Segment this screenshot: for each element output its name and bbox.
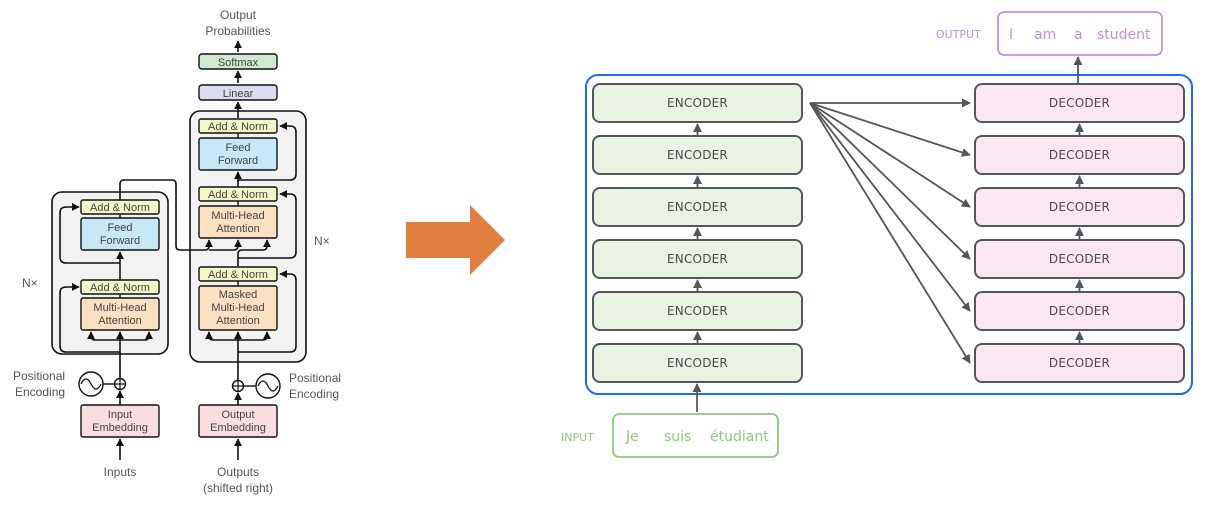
masked-label-2: Multi-Head (211, 302, 264, 314)
encoder-decoder-arrow (809, 102, 971, 312)
decoder-label: DECODER (1049, 304, 1110, 318)
output-token: a (1074, 27, 1083, 43)
encoder-decoder-stack: ENCODER ENCODER ENCODER ENCODER ENCODER ENCOD… (561, 11, 1193, 458)
add-norm-label: Add & Norm (208, 269, 268, 281)
decoder-box-6 (974, 83, 1185, 123)
multi-head-attention-label: Multi-Head (93, 302, 146, 314)
transformer-architecture: Output Probabilities Softmax Linear Add … (13, 8, 341, 495)
decoder-column: DECODER DECODER DECODER DECODER DECODER DECOD… (974, 83, 1185, 383)
feed-forward-label-2: Forward (218, 155, 258, 167)
output-embedding-box (198, 404, 278, 438)
encoder-decoder-arrow (809, 102, 971, 208)
decoder-label: DECODER (1049, 148, 1110, 162)
encoder-box-5 (592, 135, 803, 175)
encoder-box-4 (592, 187, 803, 227)
encoder-label: ENCODER (667, 96, 728, 110)
decoder-label: DECODER (1049, 252, 1110, 266)
decoder-box-5 (974, 135, 1185, 175)
encoder-decoder-arrow (809, 102, 971, 364)
encoder-column: ENCODER ENCODER ENCODER ENCODER ENCODER ENCOD… (592, 83, 803, 383)
multi-head-attention-label: Multi-Head (211, 210, 264, 222)
masked-label-3: Attention (216, 315, 259, 327)
input-embedding-label-2: Embedding (92, 422, 148, 434)
outputs-label: Outputs (217, 465, 259, 479)
input-label: INPUT (561, 431, 594, 444)
encoder-decoder-arrow (809, 102, 971, 260)
encoder-to-decoder-arrows (809, 98, 971, 364)
encoder-box-3 (592, 239, 803, 279)
input-embedding-label: Input (108, 409, 132, 421)
outputs-shifted-label: (shifted right) (203, 481, 273, 495)
masked-label: Masked (219, 289, 258, 301)
decoder-box-2 (974, 291, 1185, 331)
feed-forward-label: Feed (225, 142, 250, 154)
add-norm-label: Add & Norm (90, 282, 150, 294)
decoder-label: DECODER (1049, 356, 1110, 370)
encoder-label: ENCODER (667, 304, 728, 318)
encoder-decoder-arrow (809, 102, 971, 157)
decoder-box-3 (974, 239, 1185, 279)
output-label: OUTPUT (936, 28, 981, 41)
encoder-box-1 (592, 343, 803, 383)
softmax-label: Softmax (218, 57, 259, 69)
output-probabilities-label: Output (220, 8, 257, 22)
inputs-label: Inputs (104, 465, 137, 479)
linear-label: Linear (223, 88, 254, 100)
input-token: étudiant (710, 429, 769, 445)
output-probabilities-label-2: Probabilities (205, 24, 270, 38)
input-token: Je (625, 429, 639, 445)
encoder-label: ENCODER (667, 200, 728, 214)
softmax-box (198, 53, 278, 70)
input-token: suis (664, 429, 691, 445)
output-token: am (1034, 27, 1056, 43)
add-norm-label: Add & Norm (208, 121, 268, 133)
add-norm-label: Add & Norm (208, 189, 268, 201)
linear-box (198, 84, 278, 101)
multi-head-attention-label-2: Attention (216, 223, 259, 235)
add-norm-label: Add & Norm (90, 202, 150, 214)
feed-forward-label-2: Forward (100, 235, 140, 247)
decoder-label: DECODER (1049, 96, 1110, 110)
decoder-nx-label: N× (314, 234, 330, 248)
encoder-label: ENCODER (667, 252, 728, 266)
transition-arrow-icon (406, 205, 505, 275)
input-embedding-box (80, 404, 160, 438)
encoder-box-6 (592, 83, 803, 123)
encoder-positional-label: Positional (13, 369, 65, 383)
output-token: I (1009, 27, 1013, 43)
output-embedding-label-2: Embedding (210, 422, 266, 434)
encoder-box-2 (592, 291, 803, 331)
output-embedding-label: Output (221, 409, 254, 421)
encoder-label: ENCODER (667, 356, 728, 370)
decoder-box-4 (974, 187, 1185, 227)
decoder-box-1 (974, 343, 1185, 383)
encoder-encoding-label: Encoding (15, 385, 65, 399)
input-sentence-box (612, 413, 779, 458)
encoder-label: ENCODER (667, 148, 728, 162)
decoder-label: DECODER (1049, 200, 1110, 214)
feed-forward-label: Feed (107, 222, 132, 234)
encoder-nx-label: N× (22, 276, 38, 290)
decoder-encoding-label: Encoding (289, 387, 339, 401)
output-sentence-box (997, 11, 1163, 56)
output-token: student (1097, 27, 1151, 43)
stack-frame (585, 74, 1193, 395)
decoder-positional-label: Positional (289, 371, 341, 385)
multi-head-attention-label-2: Attention (98, 315, 141, 327)
